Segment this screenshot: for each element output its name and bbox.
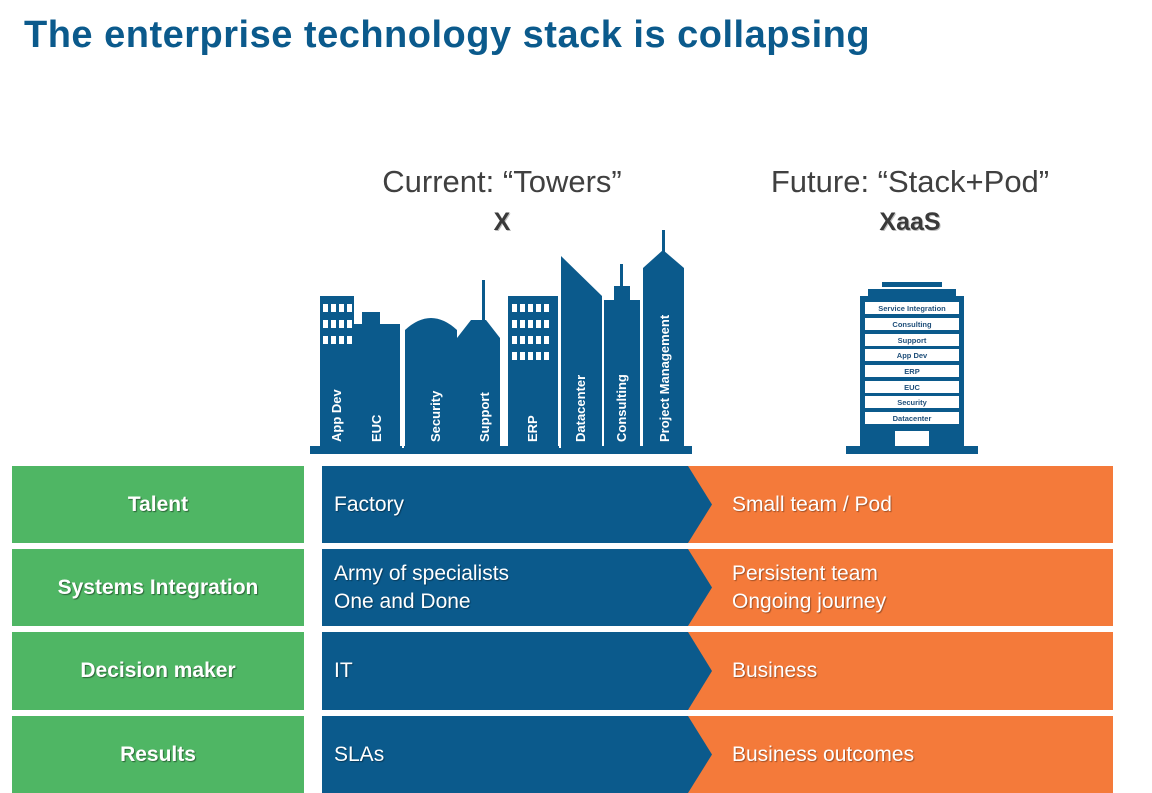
- row-label-decision-maker: Decision maker: [12, 632, 304, 710]
- future-subheading: XaaS: [879, 208, 941, 236]
- current-cell: Army of specialists One and Done: [334, 549, 509, 626]
- current-cell-line: Army of specialists: [334, 561, 510, 585]
- tower-label: Project Management: [657, 314, 672, 442]
- current-cell-line: Factory: [334, 492, 405, 516]
- stack-layer-label: Consulting: [892, 320, 932, 329]
- current-heading: Current: “Towers”: [382, 164, 622, 199]
- tower-label: Security: [428, 390, 443, 442]
- tower-label: App Dev: [329, 389, 344, 443]
- tower-label: Consulting: [614, 374, 629, 442]
- row-band-shapes: [322, 466, 1113, 543]
- towers-skyline-illustration: App Dev EUC Security Support ERP Datacen…: [310, 230, 692, 454]
- row-label-talent: Talent: [12, 466, 304, 543]
- page-title: The enterprise technology stack is colla…: [24, 14, 871, 56]
- row-band-decision-maker: IT Business: [322, 632, 1113, 710]
- current-cell-line: SLAs: [334, 742, 385, 766]
- tower-windows: [323, 268, 561, 448]
- current-cell: IT: [334, 632, 353, 710]
- stack-layers: [865, 302, 959, 446]
- row-band-results: SLAs Business outcomes: [322, 716, 1113, 793]
- future-cell: Business outcomes: [732, 716, 914, 793]
- tower-label: ERP: [525, 415, 540, 442]
- stack-layer-label: EUC: [904, 383, 920, 392]
- tower-label: EUC: [369, 414, 384, 442]
- stack-layer-label: Security: [897, 398, 927, 407]
- stack-layer-label: ERP: [904, 367, 919, 376]
- current-cell: Factory: [334, 466, 404, 543]
- future-cell: Persistent team Ongoing journey: [732, 549, 886, 626]
- future-cell: Business: [732, 632, 817, 710]
- current-cell-line: IT: [334, 659, 353, 682]
- row-band-shapes: [322, 632, 1113, 710]
- future-cell-line: Small team / Pod: [732, 492, 892, 516]
- row-band-systems-integration: Army of specialists One and Done Persist…: [322, 549, 1113, 626]
- stack-pod-building-illustration: Service Integration Consulting Support A…: [846, 282, 978, 454]
- row-label-results: Results: [12, 716, 304, 793]
- future-cell-line: Persistent team: [732, 561, 878, 585]
- tower-label: Support: [477, 392, 492, 442]
- row-band-shapes: [322, 549, 1113, 626]
- future-cell: Small team / Pod: [732, 466, 892, 543]
- stack-layer-label: Datacenter: [893, 414, 932, 423]
- current-cell-line: One and Done: [334, 589, 471, 613]
- current-cell: SLAs: [334, 716, 384, 793]
- row-label-systems-integration: Systems Integration: [12, 549, 304, 626]
- future-cell-line: Business outcomes: [732, 742, 915, 766]
- tower-label: Datacenter: [573, 375, 588, 442]
- stack-layer-label: Support: [898, 336, 927, 345]
- future-cell-line: Business: [732, 659, 818, 682]
- tower-labels: App Dev EUC Security Support ERP Datacen…: [329, 314, 672, 442]
- stack-layer-label: Service Integration: [878, 304, 946, 313]
- stack-layer-label: App Dev: [897, 351, 928, 360]
- current-subheading: X: [493, 208, 511, 236]
- row-band-shapes: [322, 716, 1113, 793]
- future-heading: Future: “Stack+Pod”: [770, 164, 1050, 199]
- row-band-talent: Factory Small team / Pod: [322, 466, 1113, 543]
- future-cell-line: Ongoing journey: [732, 589, 887, 613]
